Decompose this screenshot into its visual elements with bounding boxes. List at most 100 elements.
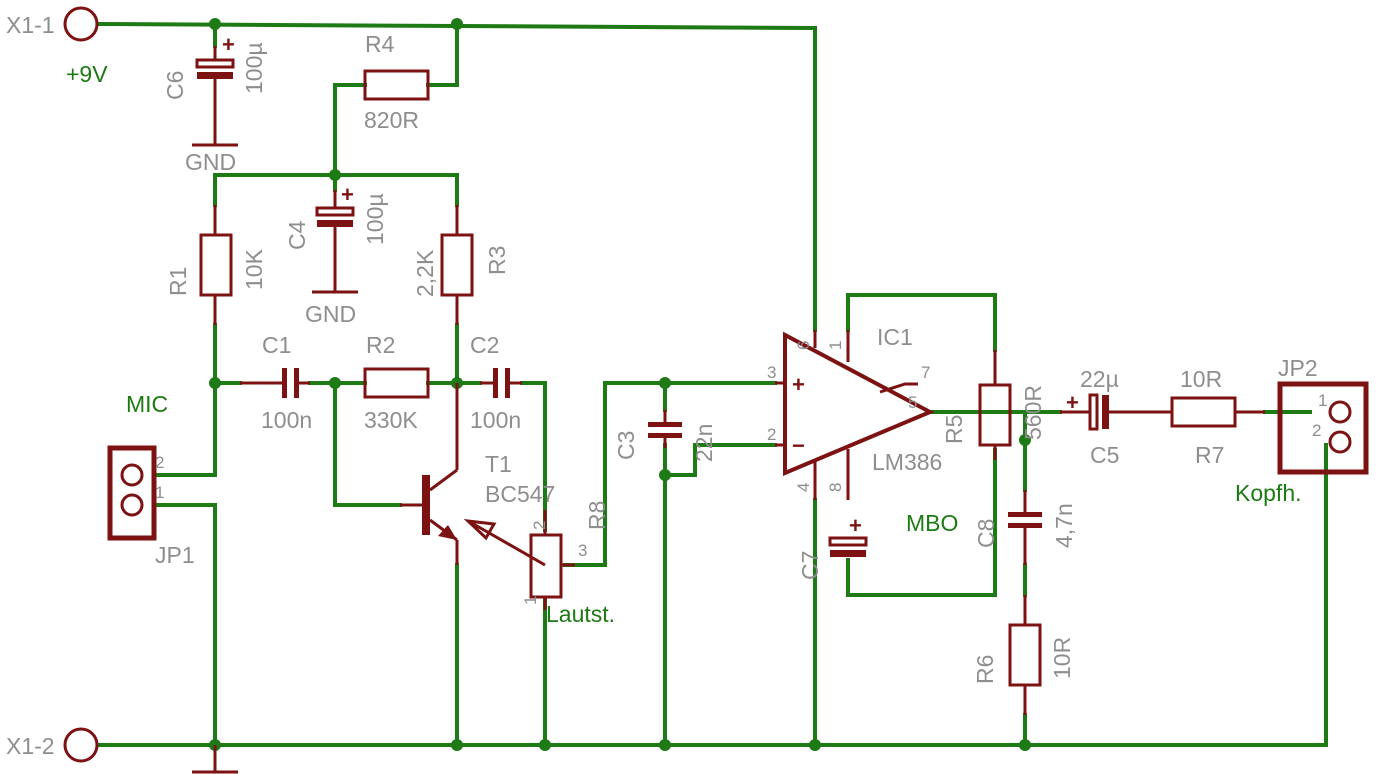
r3-body bbox=[440, 233, 474, 297]
capacitor-c6: + C6 100µ bbox=[162, 32, 267, 145]
capacitor-c8: C8 4,7n bbox=[973, 490, 1077, 565]
r8-pin-2: 2 bbox=[530, 521, 549, 530]
c4-polarity: + bbox=[341, 182, 354, 207]
junction-dot bbox=[539, 739, 551, 751]
net-label-mbo: MBO bbox=[906, 510, 958, 536]
ic1-pin-5: 5 bbox=[908, 393, 917, 412]
junction-dot bbox=[659, 739, 671, 751]
junction-dot bbox=[451, 739, 463, 751]
wire-ic-minus bbox=[663, 443, 777, 477]
c5-name: C5 bbox=[1090, 442, 1119, 468]
ground-label: GND bbox=[185, 149, 236, 175]
wire-jp1-pin1 bbox=[153, 503, 217, 747]
c6-plate-negative bbox=[197, 72, 233, 79]
capacitor-c7: + C7 bbox=[797, 513, 868, 580]
c5-plate-negative bbox=[1102, 395, 1109, 429]
r5-name: R5 bbox=[941, 415, 967, 444]
r6-value: 10R bbox=[1049, 637, 1075, 679]
c4-plate-negative bbox=[317, 220, 353, 227]
c5-value: 22µ bbox=[1080, 366, 1119, 392]
capacitor-c2: C2 100n bbox=[470, 332, 522, 433]
junction-dot bbox=[1019, 434, 1031, 446]
c7-plate-positive bbox=[828, 536, 868, 547]
ground-symbol: GND bbox=[305, 290, 358, 327]
c6-name: C6 bbox=[162, 71, 188, 100]
ic1-inverting-sign: − bbox=[792, 433, 805, 458]
c2-plate-left bbox=[493, 368, 498, 398]
terminal-x1-2-label: X1-2 bbox=[6, 733, 55, 759]
t1-collector-lead bbox=[429, 468, 458, 492]
c8-name: C8 bbox=[973, 519, 999, 548]
c6-polarity: + bbox=[222, 32, 235, 57]
resistor-r1: R1 10K bbox=[165, 205, 267, 325]
r2-name: R2 bbox=[366, 332, 395, 358]
c3-plate-bottom bbox=[648, 433, 682, 438]
wire-r4-left bbox=[333, 83, 367, 177]
junction-dot bbox=[659, 377, 671, 389]
c5-polarity: + bbox=[1066, 390, 1079, 415]
resistor-r6: R6 10R bbox=[972, 595, 1075, 715]
c2-name: C2 bbox=[470, 332, 499, 358]
wire-c2-r8 bbox=[520, 381, 547, 532]
junction-dot bbox=[451, 18, 463, 30]
net-label-vcc: +9V bbox=[66, 61, 108, 87]
jp1-pin-2-hole bbox=[120, 463, 144, 487]
c3-plate-top bbox=[648, 422, 682, 427]
r2-body bbox=[363, 367, 430, 399]
c4-plate-positive bbox=[315, 206, 355, 217]
jp1-frame bbox=[107, 445, 157, 541]
jp2-frame bbox=[1277, 381, 1369, 475]
c2-value: 100n bbox=[470, 407, 521, 433]
c4-value: 100µ bbox=[362, 193, 388, 245]
ground-symbol bbox=[192, 745, 238, 774]
r1-value: 10K bbox=[241, 248, 267, 290]
ic1-lm386: + − IC1 LM386 3 2 6 1 4 8 7 5 bbox=[767, 324, 942, 500]
c3-value: 22n bbox=[691, 424, 717, 462]
potentiometer-r8: R8 2 3 1 bbox=[463, 501, 610, 610]
c1-plate-right bbox=[294, 368, 299, 398]
terminal-x1-1-circle bbox=[63, 6, 99, 42]
r8-wiper bbox=[469, 520, 546, 567]
jp2-pin-2-hole bbox=[1328, 430, 1352, 454]
ic1-pin-1: 1 bbox=[826, 341, 845, 350]
r7-value: 10R bbox=[1180, 366, 1222, 392]
r4-body bbox=[363, 69, 430, 101]
r1-name: R1 bbox=[165, 267, 191, 296]
junction-dot bbox=[1019, 739, 1031, 751]
jp1-pin-1: 1 bbox=[155, 483, 164, 502]
net-label-kopfh: Kopfh. bbox=[1235, 480, 1302, 506]
jp2-pin-1: 1 bbox=[1318, 391, 1327, 410]
resistor-r2: R2 330K bbox=[363, 332, 430, 433]
ic1-pin7-lead bbox=[879, 382, 918, 394]
ic1-name: IC1 bbox=[877, 324, 913, 350]
r8-name: R8 bbox=[584, 501, 610, 530]
wire-gnd-rail bbox=[96, 443, 1328, 747]
r4-value: 820R bbox=[364, 107, 419, 133]
r7-name: R7 bbox=[1195, 442, 1224, 468]
transistor-t1: T1 BC547 bbox=[400, 383, 555, 565]
r6-body bbox=[1008, 623, 1042, 687]
junction-dot bbox=[329, 169, 341, 181]
t1-base-bar bbox=[422, 475, 430, 535]
c1-name: C1 bbox=[262, 332, 291, 358]
capacitor-c4: + C4 100µ bbox=[284, 182, 388, 292]
jp2-name: JP2 bbox=[1278, 355, 1318, 381]
resistor-r3: 2,2K R3 bbox=[412, 205, 510, 325]
jp1-pin-1-hole bbox=[120, 493, 144, 517]
ic1-body bbox=[783, 331, 935, 477]
t1-emitter-arrow bbox=[438, 525, 457, 540]
junction-dot bbox=[209, 18, 221, 30]
ic1-noninverting-sign: + bbox=[792, 372, 805, 397]
t1-name: T1 bbox=[485, 451, 512, 477]
r5-body bbox=[978, 383, 1012, 447]
c7-name: C7 bbox=[797, 551, 823, 580]
c8-plate-top bbox=[1008, 512, 1042, 517]
net-label-lautst: Lautst. bbox=[546, 601, 615, 627]
resistor-r4: R4 820R bbox=[363, 31, 430, 133]
connector-jp1: 2 1 JP1 bbox=[107, 445, 195, 568]
capacitor-c3: C3 22n bbox=[613, 410, 717, 462]
ground-symbol: GND bbox=[185, 143, 238, 175]
terminal-x1-2: X1-2 bbox=[6, 727, 99, 763]
r1-body bbox=[199, 233, 233, 297]
wire-vcc-rail bbox=[95, 21, 817, 332]
